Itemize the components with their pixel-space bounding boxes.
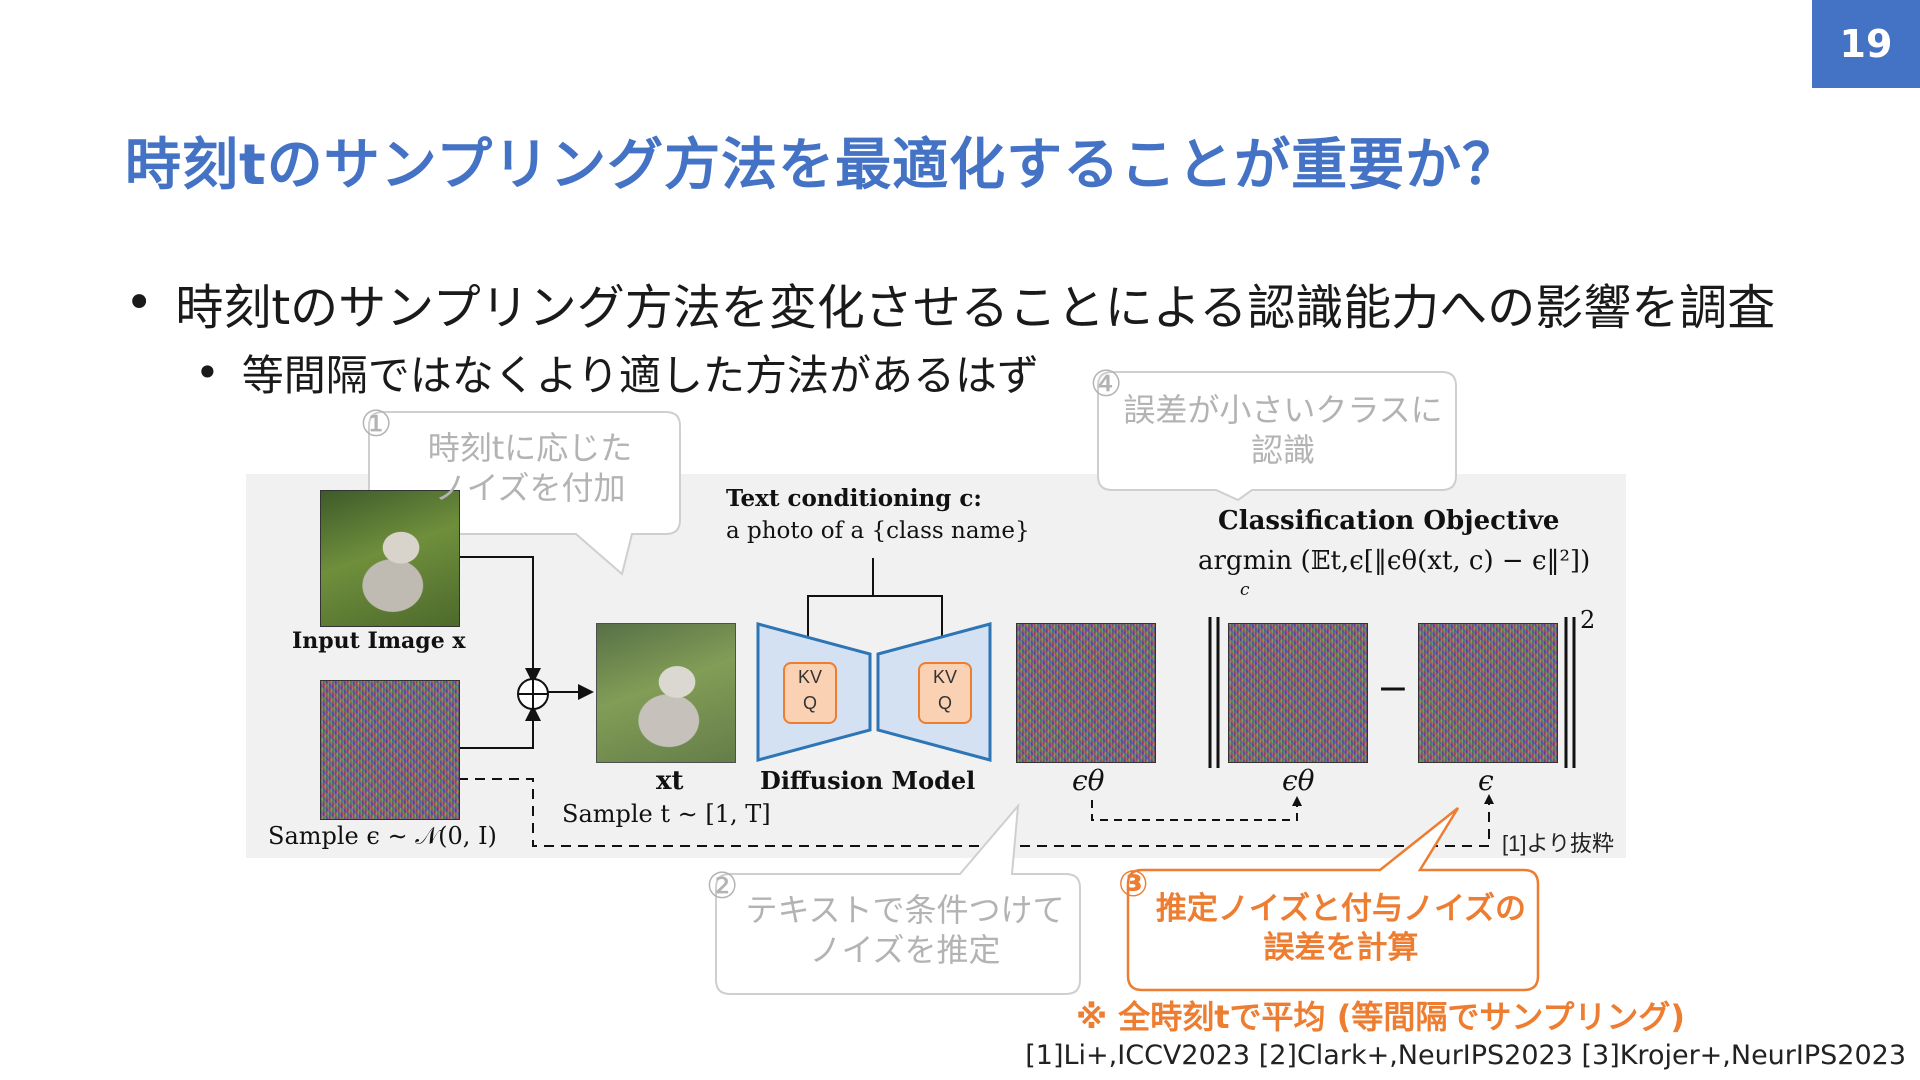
slide-title: 時刻tのサンプリング方法を最適化することが重要か？ [125, 133, 1520, 198]
objective-subscript: c [1240, 580, 1250, 600]
cross-attention-block-right: KV Q [918, 662, 972, 724]
callout-2-text: テキストで条件つけて ノイズを推定 [745, 891, 1065, 969]
cross-attention-block-left: KV Q [783, 662, 837, 724]
bullet-main-text: 時刻tのサンプリング方法を変化させることによる認識能力への影響を調査 [175, 280, 1776, 336]
predicted-noise-image [1016, 623, 1156, 763]
minus-sign: − [1377, 666, 1409, 710]
callout-3-text: 推定ノイズと付与ノイズの 誤差を計算 [1155, 891, 1527, 966]
bullet-sub-text: 等間隔ではなくより適した方法があるはず [241, 351, 1039, 400]
eps-theta-label: ϵθ [1072, 764, 1105, 797]
callout-1-text: 時刻tに応じた ノイズを付加 [427, 429, 633, 507]
q-label: Q [937, 693, 952, 713]
text-conditioning-prompt: a photo of a {class name} [726, 518, 1030, 544]
noise-sample-image [320, 680, 460, 820]
source-note: [1]より抜粋 [1502, 831, 1615, 856]
callout-2-number: ② [706, 866, 739, 907]
bullet-main: • 時刻tのサンプリング方法を変化させることによる認識能力への影響を調査 [125, 268, 1775, 338]
input-image [320, 490, 460, 627]
bullet-dot: • [125, 275, 154, 331]
diffusion-model-label: Diffusion Model [760, 766, 976, 795]
eps-label: ϵ [1478, 764, 1494, 797]
averaging-note: ※ 全時刻tで平均 (等間隔でサンプリング) [1076, 998, 1685, 1036]
kv-label: KV [797, 667, 822, 687]
references: [1]Li+,ICCV2023 [2]Clark+,NeurIPS2023 [3… [1025, 1040, 1906, 1071]
q-label: Q [802, 693, 817, 713]
noise-sample-label: Sample ϵ ∼ 𝒩(0, I) [268, 822, 497, 850]
bullet-dot: • [195, 348, 220, 397]
bullet-sub: • 等間隔ではなくより適した方法があるはず [195, 342, 1039, 403]
page-number: 19 [1812, 0, 1920, 88]
callout-1-number: ① [360, 404, 393, 445]
t-sample-label: Sample t ∼ [1, T] [562, 800, 771, 828]
callout-4-number: ④ [1090, 364, 1123, 405]
true-noise-image [1418, 623, 1558, 763]
noised-image-xt [596, 623, 736, 763]
norm-exponent: 2 [1580, 606, 1596, 634]
objective-formula: argmin (𝔼t,ϵ[‖ϵθ(xt, c) − ϵ‖²]) [1198, 546, 1591, 576]
kv-label: KV [932, 667, 957, 687]
predicted-noise-image-2 [1228, 623, 1368, 763]
input-image-label: Input Image x [292, 628, 466, 654]
callout-4-text: 誤差が小さいクラスに 認識 [1123, 391, 1443, 469]
callout-3-number: ③ [1118, 864, 1149, 905]
text-conditioning-heading: Text conditioning c: [726, 485, 982, 512]
classification-objective-heading: Classification Objective [1218, 506, 1560, 536]
xt-label: xt [656, 766, 684, 796]
eps-theta-label-2: ϵθ [1282, 764, 1315, 797]
